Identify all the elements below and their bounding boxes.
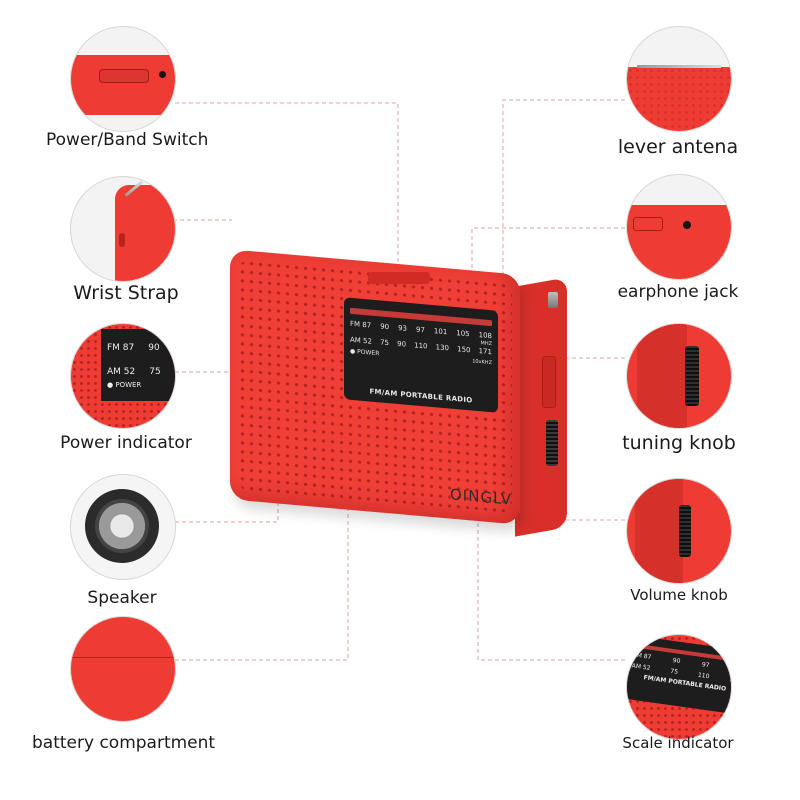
volume-knob-circle	[626, 478, 732, 584]
pi-am-label: AM 52	[107, 367, 136, 377]
lever-antenna[interactable]	[548, 292, 558, 308]
fm-unit: MHZ	[480, 340, 493, 348]
speaker-circle	[70, 474, 176, 580]
label-wrist-strap: Wrist Strap	[73, 282, 179, 304]
battery-circle	[70, 616, 176, 722]
pi-fm-value: 90	[148, 343, 160, 353]
pi-am-value: 75	[149, 367, 161, 377]
leader-power-switch	[175, 102, 399, 272]
radio-side-panel	[515, 277, 567, 537]
power-indicator-panel: FM 87 90 AM 52 75 ● POWER	[101, 329, 175, 401]
leader-earphone	[471, 227, 625, 292]
label-earphone-jack: earphone jack	[617, 282, 739, 302]
label-speaker: Speaker	[87, 588, 157, 608]
am-unit: 10xKHZ	[472, 358, 492, 367]
switch-hole-detail	[159, 71, 166, 78]
wrist-strap-circle	[70, 176, 176, 282]
leader-scale	[477, 400, 625, 661]
scale-dial: FM 87 90 93 97 101 105 108 MHZ AM 52 75 …	[344, 297, 498, 413]
side-control	[542, 356, 556, 408]
pi-fm-label: FM 87	[107, 343, 135, 353]
tuning-knob-circle	[626, 323, 732, 429]
lever-antenna-circle	[626, 26, 732, 132]
tuning-knob-detail	[685, 346, 699, 406]
label-power-band-switch: Power/Band Switch	[46, 130, 209, 150]
label-power-indicator: Power indicator	[60, 433, 192, 453]
leader-antenna	[502, 99, 625, 295]
power-switch-detail	[99, 69, 149, 83]
label-lever-antenna: lever antena	[617, 136, 739, 158]
speaker-icon	[85, 489, 159, 563]
label-tuning-knob: tuning knob	[622, 432, 736, 454]
label-volume-knob: Volume knob	[630, 586, 728, 604]
label-scale-indicator: Scale indicator	[622, 734, 734, 752]
leader-battery	[175, 500, 349, 661]
tuning-knob[interactable]	[546, 420, 558, 466]
pi-power-text: POWER	[115, 381, 142, 389]
power-indicator-circle: FM 87 90 AM 52 75 ● POWER	[70, 323, 176, 429]
power-switch-circle	[70, 26, 176, 132]
earphone-hole-detail	[683, 221, 691, 229]
am-label: AM 52	[350, 335, 372, 346]
label-battery-compartment: battery compartment	[32, 733, 216, 753]
volume-knob-detail	[679, 505, 691, 557]
earphone-jack-circle	[626, 174, 732, 280]
power-band-switch[interactable]	[368, 272, 430, 284]
